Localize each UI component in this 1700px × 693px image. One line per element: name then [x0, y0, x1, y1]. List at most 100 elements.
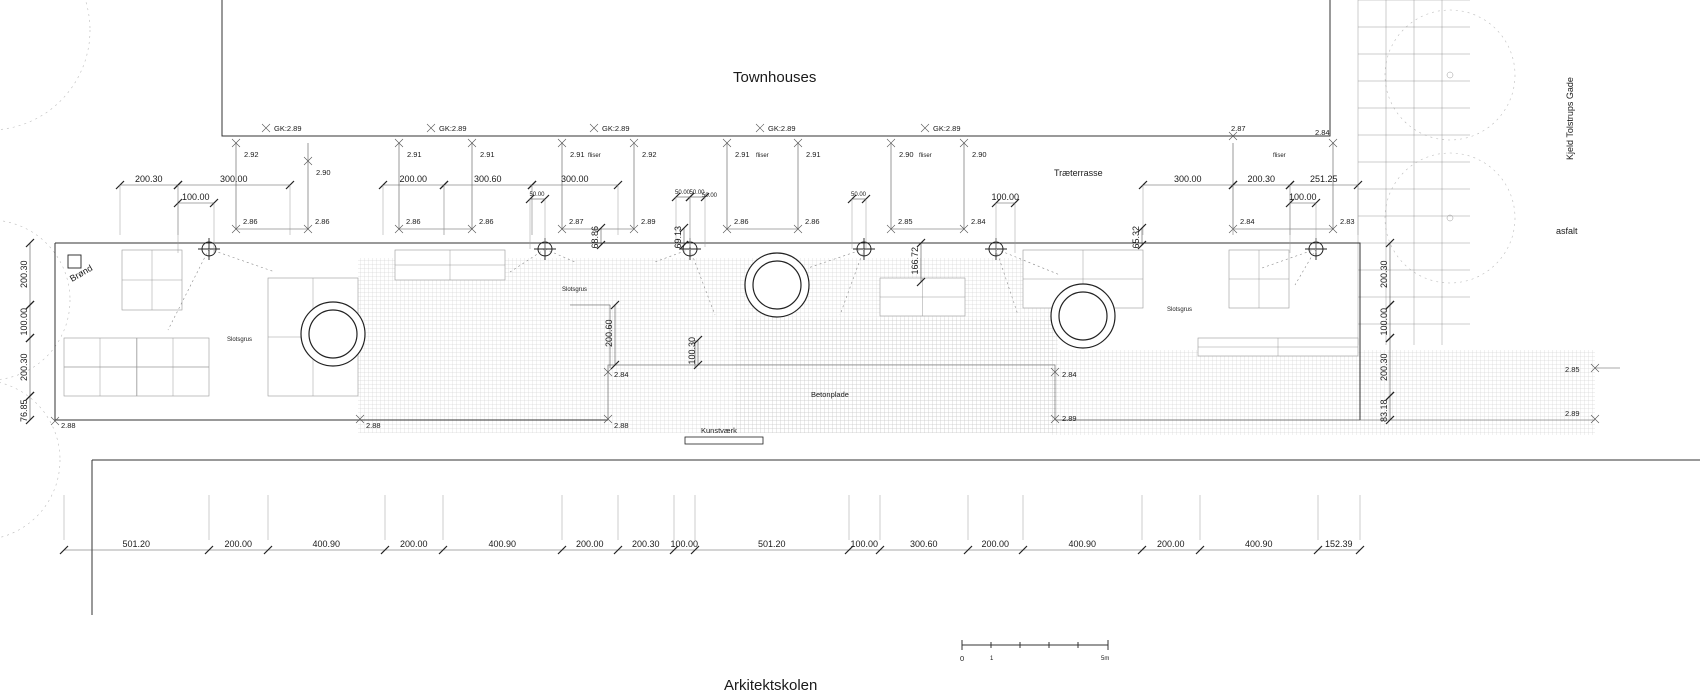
gk-point-label: GK:2.89	[439, 124, 467, 133]
level-label: 2.89	[1062, 414, 1077, 423]
scale-zero: 0	[960, 654, 964, 663]
scale-bar	[961, 640, 1109, 650]
dim-label: 200.00	[576, 539, 604, 549]
slotsgrus-label-c: Slotsgrus	[1167, 307, 1192, 313]
kunstvaerk-label: Kunstværk	[701, 426, 737, 435]
level-label: 2.86	[734, 217, 749, 226]
dim-tick	[1137, 223, 1147, 233]
dim-tick	[610, 300, 620, 310]
dim-label: 200.30	[1379, 353, 1389, 381]
level-label: 2.88	[61, 421, 76, 430]
dim-label: 251.25	[1310, 174, 1338, 184]
dim-label: 83.18	[1379, 399, 1389, 422]
betonplade-label: Betonplade	[811, 390, 849, 399]
dim-label: 100.30	[687, 337, 697, 365]
townhouses-outline	[221, 0, 1331, 137]
dim-label: 300.00	[220, 174, 248, 184]
level-cross	[1590, 363, 1600, 373]
level-label: 2.91	[806, 150, 821, 159]
dim-tick	[25, 391, 35, 401]
dim-label: 200.00	[982, 539, 1010, 549]
lamp-ray	[1294, 248, 1317, 286]
fliser-label-4: fliser	[1273, 153, 1286, 159]
level-label: 2.84	[1315, 128, 1330, 137]
dim-tick	[963, 545, 973, 555]
lamp-ray	[839, 248, 865, 316]
level-label: 2.84	[1062, 370, 1077, 379]
dim-label: 50.00	[530, 192, 546, 198]
dim-tick	[1385, 391, 1395, 401]
dim-tick	[25, 238, 35, 248]
dim-label: 400.90	[1245, 539, 1273, 549]
lamp-ray	[167, 248, 210, 331]
dim-tick	[557, 545, 567, 555]
dim-label: 200.00	[225, 539, 253, 549]
dim-tick	[204, 545, 214, 555]
dim-label: 501.20	[758, 539, 786, 549]
dim-label: 50.00	[851, 192, 867, 198]
dim-tick	[1385, 238, 1395, 248]
level-cross	[426, 123, 436, 133]
dim-label: 69.13	[673, 226, 683, 249]
gk-point-label: GK:2.89	[274, 124, 302, 133]
dim-tick	[613, 545, 623, 555]
dim-tick	[1313, 545, 1323, 555]
level-label: 2.92	[642, 150, 657, 159]
dim-tick	[1385, 415, 1395, 425]
dim-label: 100.00	[671, 539, 699, 549]
tree-pits	[300, 252, 1116, 367]
sidewalk-tiles	[1357, 0, 1470, 345]
fliser-label-1: fliser	[588, 153, 601, 159]
level-label: 2.91	[407, 150, 422, 159]
level-label: 2.86	[243, 217, 258, 226]
dim-label: 100.00	[992, 192, 1020, 202]
dim-tick	[1385, 300, 1395, 310]
arkitektskolen-label: Arkitektskolen	[724, 677, 817, 693]
dim-tick	[610, 360, 620, 370]
dim-label: 200.30	[135, 174, 163, 184]
dim-label: 200.00	[1157, 539, 1185, 549]
dim-tick	[59, 545, 69, 555]
dim-tick	[25, 333, 35, 343]
level-cross	[1050, 414, 1060, 424]
dim-label: 68.86	[590, 226, 600, 249]
level-cross	[603, 414, 613, 424]
level-label: 2.84	[614, 370, 629, 379]
tile-joint	[395, 250, 505, 280]
dim-tick	[679, 223, 689, 233]
dim-label: 100.00	[1289, 192, 1317, 202]
lamp-ray	[654, 248, 691, 263]
gk-point-label: GK:2.89	[602, 124, 630, 133]
dim-tick	[693, 335, 703, 345]
level-label: 2.84	[971, 217, 986, 226]
dim-label: 166.72	[910, 247, 920, 275]
fliser-label-3: fliser	[919, 153, 932, 159]
level-cross	[50, 416, 60, 426]
level-cross	[1050, 367, 1060, 377]
dim-label: 76.85	[19, 399, 29, 422]
dim-label: 400.90	[313, 539, 341, 549]
townhouses-label: Townhouses	[733, 69, 816, 86]
dim-label: 200.30	[19, 260, 29, 288]
dim-label: 400.90	[1069, 539, 1097, 549]
level-cross	[1228, 131, 1238, 141]
dim-tick	[875, 545, 885, 555]
street-label: Kjeld Tolstrups Gade	[1565, 77, 1575, 160]
text-layer: Townhouses Arkitektskolen Kjeld Tolstrup…	[68, 69, 1578, 693]
fliser-label-2: fliser	[756, 153, 769, 159]
dim-label: 300.60	[910, 539, 938, 549]
dim-tick	[1137, 545, 1147, 555]
level-label: 2.89	[641, 217, 656, 226]
level-label: 2.90	[972, 150, 987, 159]
gk-point-label: GK:2.89	[768, 124, 796, 133]
dim-tick	[25, 415, 35, 425]
level-label: 2.90	[899, 150, 914, 159]
lamp-ray	[544, 248, 576, 263]
level-cross	[355, 414, 365, 424]
tile-joint	[64, 338, 209, 396]
dim-tick	[693, 360, 703, 370]
level-cross	[755, 123, 765, 133]
dim-tick	[263, 545, 273, 555]
dim-label: 100.00	[19, 308, 29, 336]
